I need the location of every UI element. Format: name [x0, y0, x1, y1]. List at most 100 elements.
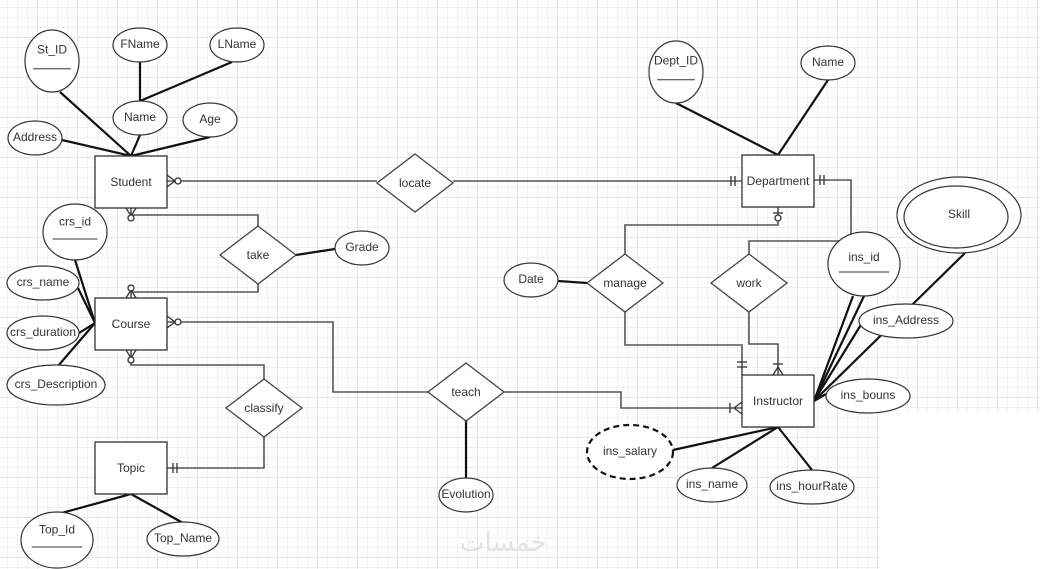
entity-box [94, 155, 168, 209]
attribute-ellipse [182, 102, 238, 138]
attribute-grade: Grade [334, 230, 390, 266]
crows-foot-icon [166, 174, 176, 182]
attribute-ins-bouns: ins_bouns [825, 378, 911, 414]
attribute-lname: LName [209, 27, 265, 63]
entity-department: Department [741, 154, 815, 208]
attribute-link-ins-id [813, 295, 865, 402]
canvas-blank-area [880, 412, 1050, 569]
attribute-link-name-student [129, 134, 142, 157]
relationship-link-department-manage [624, 207, 779, 254]
relationship-label: take [247, 248, 270, 262]
attribute-link-crs-name [77, 287, 96, 324]
attribute-label: ins_bouns [841, 388, 896, 402]
attribute-crs-duration: crs_duration [6, 315, 80, 351]
attribute-label: crs_Description [15, 377, 98, 391]
attribute-label: ins_Address [873, 313, 939, 327]
attribute-ellipse [503, 262, 559, 298]
attribute-ellipse [676, 467, 748, 503]
entity-instructor: Instructor [741, 374, 815, 428]
attribute-age: Age [182, 102, 238, 138]
entity-box [741, 154, 815, 208]
attribute-ellipse [112, 100, 168, 136]
attribute-address: Address [7, 120, 63, 156]
attribute-link-top-id [57, 492, 132, 516]
attribute-ellipse [6, 364, 106, 406]
attribute-label: Skill [948, 207, 970, 221]
attribute-label: ins_salary [603, 444, 657, 458]
attribute-ins-hourrate: ins_hourRate [769, 469, 855, 505]
crows-foot-icon [166, 315, 176, 323]
attribute-label: Grade [345, 240, 379, 254]
crows-foot-icon [166, 321, 176, 329]
entity-label: Department [747, 174, 810, 188]
attribute-label: crs_duration [10, 325, 76, 339]
attribute-evolution: Evolution [438, 477, 494, 513]
crows-foot-icon [733, 401, 743, 409]
attribute-date: Date [503, 262, 559, 298]
attribute-link-ins-salary [672, 425, 779, 452]
attribute-ellipse [648, 40, 704, 104]
relationship-label: locate [399, 176, 431, 190]
entity-label: Instructor [753, 394, 803, 408]
relationship-link-student-take [130, 208, 259, 226]
attribute-label: Date [518, 272, 544, 286]
attribute-ellipse [42, 203, 108, 261]
attribute-top-name: Top_Name [146, 521, 220, 557]
relationship-work: work [709, 253, 789, 313]
zero-circle-icon [174, 177, 182, 185]
attribute-st-id: St_ID [24, 29, 80, 93]
relationship-teach: teach [426, 362, 506, 422]
relationship-diamond [218, 225, 298, 285]
attribute-label: Age [199, 112, 221, 126]
attribute-ellipse [20, 511, 94, 569]
relationship-label: classify [244, 401, 283, 415]
attribute-ellipse [896, 176, 1022, 254]
attribute-ellipse [24, 29, 80, 93]
attribute-ellipse [209, 27, 265, 63]
shapes: StudentCourseTopicDepartmentInstructorlo… [6, 27, 1022, 569]
attribute-dept-id: Dept_ID [648, 40, 704, 104]
relationship-link-take-course [130, 284, 259, 298]
entity-topic: Topic [94, 441, 168, 495]
relationship-link-course-teach [167, 321, 428, 393]
attribute-label: crs_name [17, 275, 70, 289]
attribute-ellipse [825, 378, 911, 414]
attribute-link-lname [139, 60, 233, 103]
entity-label: Course [112, 317, 151, 331]
relationship-manage: manage [585, 253, 665, 313]
relationship-diamond [426, 362, 506, 422]
relationship-diamond [709, 253, 789, 313]
crows-foot-icon [733, 407, 743, 415]
attribute-link-ins-name [711, 426, 779, 469]
multivalued-inner-ellipse [903, 185, 1009, 249]
watermark: خمسات [460, 528, 547, 558]
attribute-link-address [61, 138, 132, 158]
attribute-ellipse [858, 303, 954, 339]
attribute-link-dept-name [777, 79, 829, 156]
attribute-label: Name [124, 110, 156, 124]
attribute-ellipse [800, 45, 856, 81]
entity-box [94, 441, 168, 495]
relationship-take: take [218, 225, 298, 285]
relationship-diamond [375, 153, 455, 213]
derived-attribute-ellipse [585, 423, 675, 481]
attribute-ellipse [769, 469, 855, 505]
attribute-ins-address: ins_Address [858, 303, 954, 339]
attribute-ins-id: ins_id [827, 231, 901, 297]
attribute-ellipse [334, 230, 390, 266]
relationship-link-course-classify [130, 350, 265, 379]
relationship-label: manage [603, 276, 647, 290]
attribute-top-id: Top_Id [20, 511, 94, 569]
attribute-ellipse [146, 521, 220, 557]
attribute-link-ins-hourrate [777, 426, 813, 471]
attribute-link-age [130, 135, 211, 158]
attribute-label: Address [13, 130, 57, 144]
crows-foot-icon [772, 366, 779, 376]
relationship-classify: classify [224, 378, 304, 438]
attribute-ellipse [6, 315, 80, 351]
attribute-crs-description: crs_Description [6, 364, 106, 406]
attribute-label: Evolution [441, 487, 490, 501]
attribute-label: ins_hourRate [776, 479, 848, 493]
entity-label: Topic [117, 461, 145, 475]
